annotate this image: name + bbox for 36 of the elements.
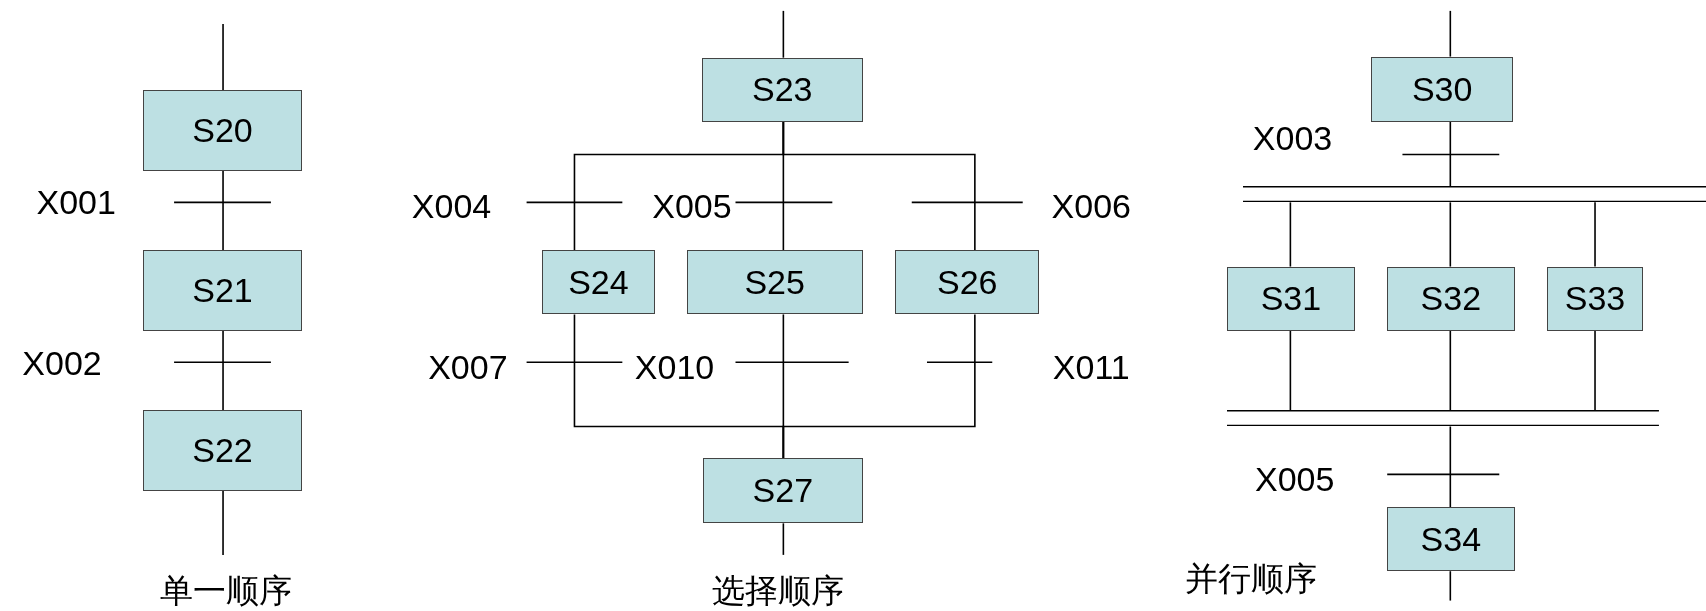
caption-text: 选择顺序 [710,572,845,609]
step-box: S22 [142,410,303,491]
connector-line [782,121,976,252]
step-box: S32 [1387,266,1515,331]
caption-text: 并行顺序 [1184,560,1319,597]
step-box: S23 [701,57,863,122]
connector-line [1289,201,1292,268]
step-box: S25 [686,250,863,315]
connector-line [1449,121,1452,187]
connector-line [222,489,224,556]
connector-line [1449,201,1452,268]
connector-line [222,329,224,411]
connector-line [222,170,224,252]
step-box: S20 [142,90,303,171]
connector-line [782,522,785,556]
step-box: S33 [1547,266,1643,331]
step-box: S26 [895,250,1040,315]
step-box: S24 [541,250,655,315]
double-bar [1227,410,1660,427]
connector-line [222,23,224,92]
double-bar [1242,186,1706,203]
connector-line [1594,201,1596,268]
connector-line [1449,10,1452,58]
step-box: S34 [1387,507,1515,572]
connector-line [782,10,785,59]
connector-line [1289,329,1292,411]
caption-text: 单一顺序 [159,572,294,609]
step-box: S21 [142,250,303,331]
connector-line [1449,425,1452,508]
step-box: S30 [1370,56,1514,122]
step-box: S31 [1227,266,1355,331]
step-box: S27 [702,458,863,524]
connector-line [1449,570,1452,602]
connector-line [1449,329,1452,411]
connector-line [1594,329,1596,411]
connector-line [782,313,976,459]
